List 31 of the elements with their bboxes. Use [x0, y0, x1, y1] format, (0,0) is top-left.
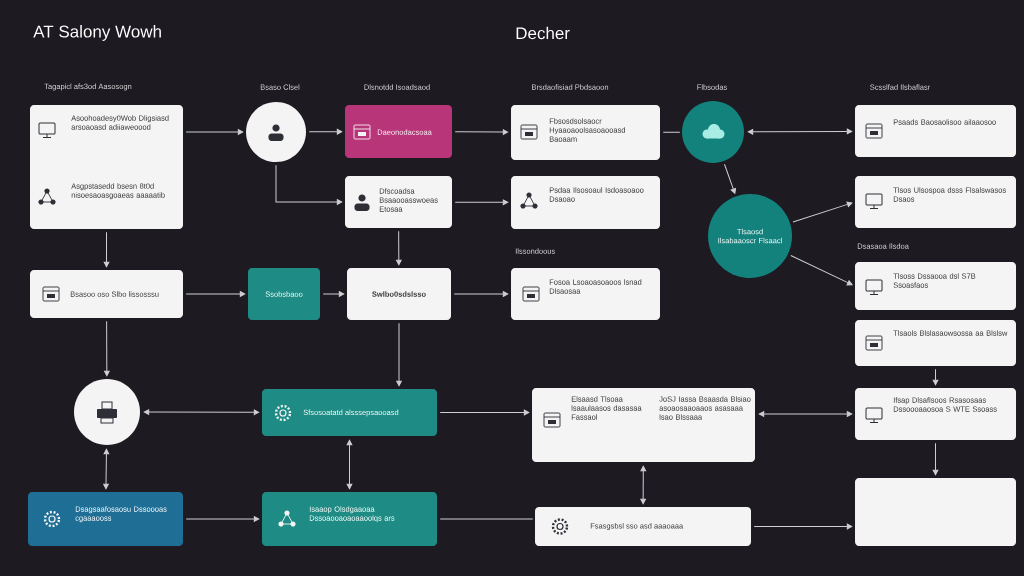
- connector-line: [439, 518, 534, 520]
- arrow: [454, 129, 509, 135]
- arrow: [792, 201, 853, 223]
- double-arrow: [758, 411, 853, 417]
- double-arrow: [103, 448, 110, 490]
- double-arrow: [747, 128, 853, 135]
- arrow: [439, 409, 530, 416]
- arrow: [932, 368, 939, 386]
- arrow: [322, 291, 345, 297]
- arrow: [185, 516, 260, 522]
- arrow: [932, 442, 939, 476]
- arrow: [185, 291, 246, 297]
- arrow: [396, 322, 402, 387]
- arrow: [308, 128, 343, 135]
- arrow: [753, 523, 853, 530]
- double-arrow: [640, 465, 647, 505]
- process-box: [855, 478, 1016, 546]
- arrow: [396, 230, 402, 266]
- heading: Decher: [516, 26, 570, 40]
- arrow: [104, 320, 110, 377]
- double-arrow: [346, 439, 353, 490]
- arrow: [103, 231, 110, 268]
- title: AT Salony Wowh: [33, 25, 161, 41]
- arrow: [275, 164, 343, 205]
- connector-line: [662, 131, 681, 133]
- arrow: [790, 254, 853, 286]
- arrow: [453, 291, 509, 297]
- arrow: [185, 129, 244, 135]
- double-arrow: [143, 409, 260, 416]
- arrow: [454, 199, 509, 206]
- arrow: [723, 163, 737, 194]
